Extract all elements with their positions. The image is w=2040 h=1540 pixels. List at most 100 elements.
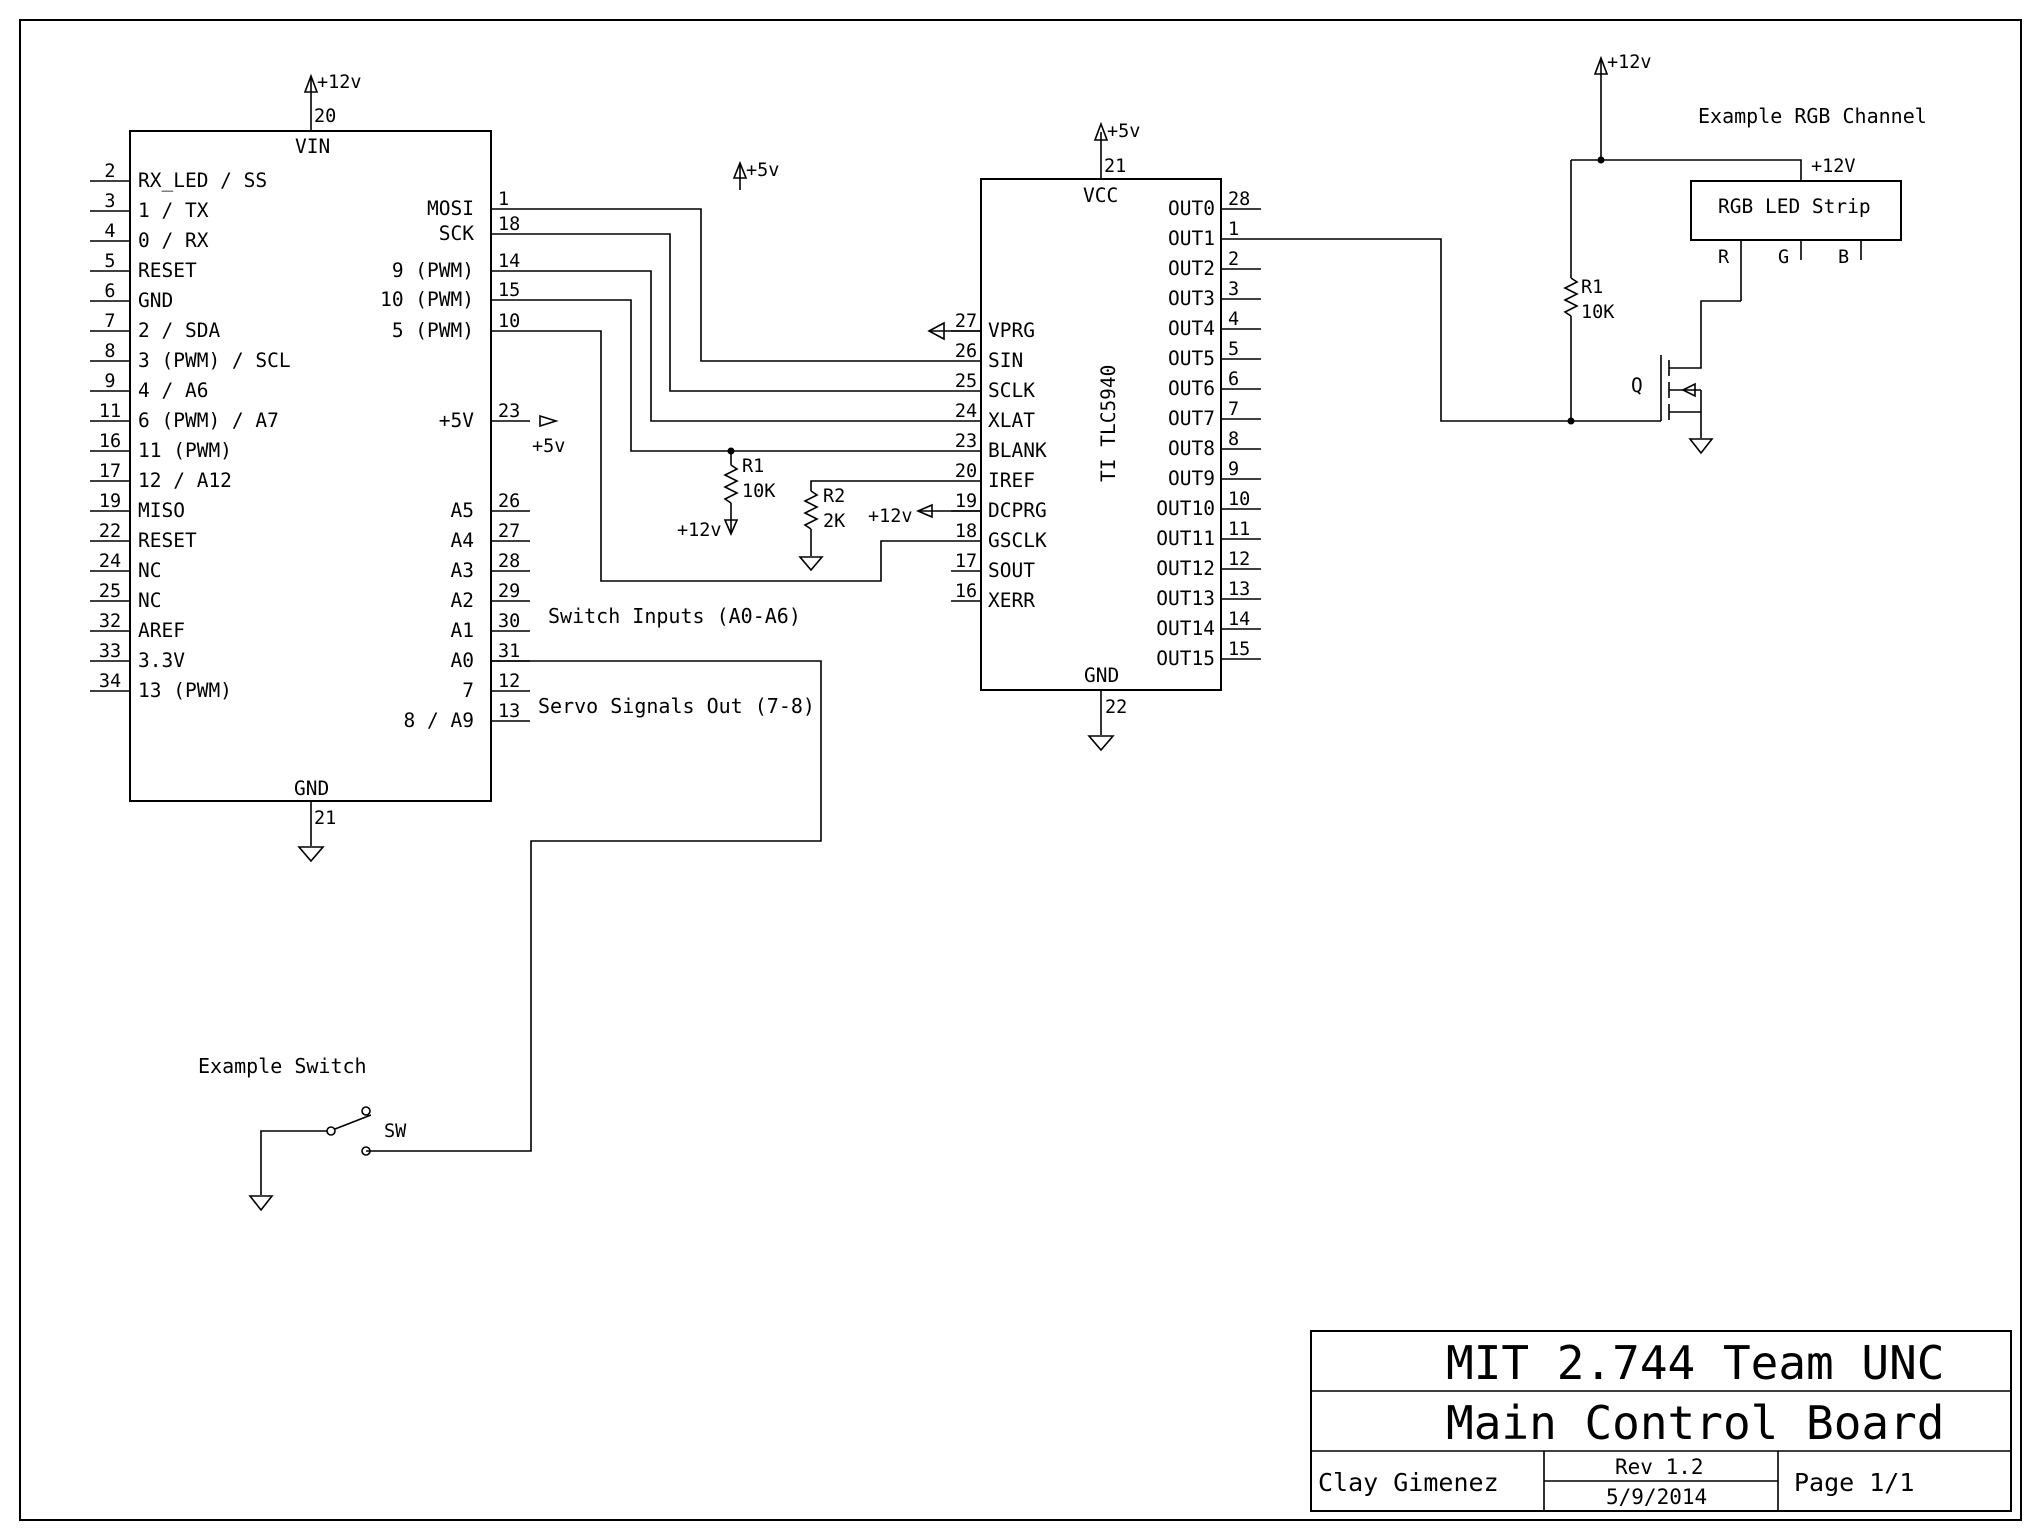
- rgb-b-label: B: [1838, 247, 1849, 268]
- title-block-rev: Rev 1.2: [1615, 1455, 1704, 1479]
- pin-label: OUT15: [1156, 647, 1215, 670]
- arduino-5v-out-label: +5v: [532, 436, 565, 457]
- pin-row: 5 OUT5: [1168, 339, 1261, 370]
- pin-number: 22: [99, 521, 121, 542]
- r1-value: 10K: [742, 481, 776, 502]
- pin-number: 19: [99, 491, 121, 512]
- pin-row: 149 (PWM): [392, 251, 530, 282]
- pin-label: MOSI: [427, 197, 474, 220]
- r2-name: R2: [823, 486, 845, 507]
- pin-number: 19: [955, 491, 977, 512]
- pin-label: 3 (PWM) / SCL: [138, 349, 291, 372]
- pin-number: 1: [1228, 219, 1239, 240]
- example-switch-label: Example Switch: [198, 1054, 367, 1078]
- pin-label: A0: [451, 649, 474, 672]
- floating-5v-supply: +5v: [732, 160, 779, 190]
- rgb-r1-name: R1: [1581, 277, 1603, 298]
- pin-number: 11: [99, 401, 121, 422]
- tlc5940-part-name: TI TLC5940: [1097, 365, 1120, 482]
- pin-number: 1: [498, 189, 509, 210]
- dcprg-supply: +12v: [868, 503, 981, 527]
- title-block: MIT 2.744 Team UNC Main Control Board Cl…: [1310, 1330, 2012, 1512]
- pin-number: 16: [99, 431, 121, 452]
- pin-label: SIN: [988, 349, 1023, 372]
- tlc5940-gnd-label: GND: [1084, 664, 1119, 687]
- pin-number: 33: [99, 641, 121, 662]
- pin-number: 2: [1228, 249, 1239, 270]
- pin-number: 8: [1228, 429, 1239, 450]
- pin-row: 30 A1: [451, 611, 530, 642]
- pin-label: IREF: [988, 469, 1035, 492]
- pin-label: A3: [451, 559, 474, 582]
- pin-label: OUT10: [1156, 497, 1215, 520]
- pin-label: BLANK: [988, 439, 1047, 462]
- ground-symbol: [297, 846, 325, 863]
- switch-name: SW: [384, 1121, 407, 1142]
- pin-number: 24: [955, 401, 977, 422]
- pin-label: OUT13: [1156, 587, 1215, 610]
- pin-label: 0 / RX: [138, 229, 209, 252]
- pin-number: 9: [1228, 459, 1239, 480]
- title-block-page: Page 1/1: [1794, 1468, 1914, 1497]
- rgb-r1-value: 10K: [1581, 302, 1615, 323]
- pin-row: 29 A2: [451, 581, 530, 612]
- pin-label: OUT2: [1168, 257, 1215, 280]
- mosfet-q: Q: [1631, 300, 1741, 455]
- pin-number: 30: [498, 611, 520, 632]
- pin-number: 25: [955, 371, 977, 392]
- pin-number: 12: [498, 671, 520, 692]
- pin-label: +5V: [439, 409, 474, 432]
- pin-number: 2: [104, 161, 115, 182]
- pin-label: 4 / A6: [138, 379, 208, 402]
- pin-number: 15: [1228, 639, 1250, 660]
- tlc5940-vcc-pin: 21: [1104, 156, 1126, 177]
- title-block-title: MIT 2.744 Team UNC: [1446, 1336, 1945, 1390]
- pin-number: 29: [498, 581, 520, 602]
- example-switch: Example Switch SW: [198, 1054, 407, 1212]
- pin-label: 13 (PWM): [138, 679, 232, 702]
- switch-wire: [366, 660, 822, 1152]
- servo-out-label: Servo Signals Out (7-8): [538, 694, 815, 718]
- pin-label: OUT5: [1168, 347, 1215, 370]
- arduino-vin-label: VIN: [295, 135, 330, 158]
- ground-symbol: [1688, 438, 1714, 455]
- pin-label: 8 / A9: [404, 709, 474, 732]
- pin-number: 5: [1228, 339, 1239, 360]
- pin-number: 24: [99, 551, 121, 572]
- rgb-led-strip-label: RGB LED Strip: [1718, 195, 1871, 218]
- pin-label: 9 (PWM): [392, 259, 474, 282]
- pin-row: 15 OUT15: [1156, 639, 1261, 670]
- pin-number: 26: [498, 491, 520, 512]
- pin-label: A2: [451, 589, 474, 612]
- pin-number: 8: [104, 341, 115, 362]
- tlc5940-vcc-supply: +5v: [1093, 121, 1140, 142]
- r2-value: 2K: [823, 511, 846, 532]
- pin-number: 6: [104, 281, 115, 302]
- pin-label: A1: [451, 619, 474, 642]
- pin-label: 2 / SDA: [138, 319, 220, 342]
- rgb-g-label: G: [1778, 247, 1789, 268]
- pin-label: OUT0: [1168, 197, 1215, 220]
